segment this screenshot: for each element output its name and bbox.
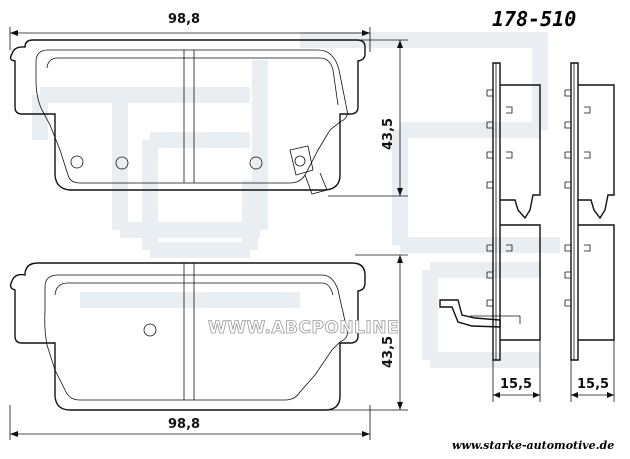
background-logo [32,32,560,368]
dimension-width-top: 98,8 [9,12,371,52]
brake-pad-bottom [9,262,366,411]
side-view-right [564,62,615,361]
dimension-thickness-right: 15,5 [570,340,615,402]
height-bottom-label: 43,5 [381,336,396,368]
website-url: www.starke-automotive.de [452,439,614,452]
dimension-thickness-left: 15,5 [492,340,541,402]
dimension-height-bottom: 43,5 [328,254,408,411]
width-top-label: 98,8 [168,12,200,27]
dimension-height-top: 43,5 [328,39,408,197]
part-number: 178-510 [492,7,576,31]
side-view-left [439,62,541,361]
height-top-label: 43,5 [381,118,396,150]
width-bottom-label: 98,8 [168,417,200,432]
thickness-right-label: 15,5 [577,377,609,392]
dimension-width-bottom: 98,8 [9,405,371,440]
watermark-text: WWW.ABCPONLINE [208,318,399,338]
thickness-left-label: 15,5 [500,377,532,392]
brake-pad-top [9,39,366,195]
